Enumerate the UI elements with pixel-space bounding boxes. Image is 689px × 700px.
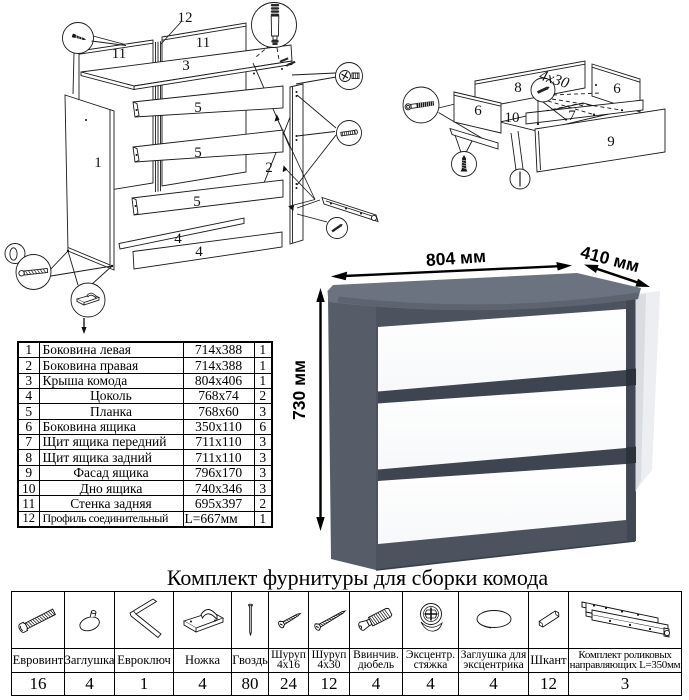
svg-text:1: 1 — [94, 155, 102, 171]
svg-text:12: 12 — [178, 10, 193, 26]
svg-text:10: 10 — [505, 110, 520, 126]
svg-text:5: 5 — [194, 100, 202, 116]
svg-text:11: 11 — [112, 46, 126, 62]
svg-text:804 мм: 804 мм — [425, 246, 486, 270]
svg-text:3: 3 — [182, 58, 190, 74]
svg-text:410 мм: 410 мм — [578, 242, 641, 276]
svg-text:6: 6 — [474, 103, 482, 119]
svg-text:4: 4 — [174, 231, 182, 247]
svg-text:11: 11 — [196, 35, 210, 51]
svg-text:5: 5 — [193, 194, 201, 210]
svg-text:7: 7 — [568, 108, 576, 124]
svg-text:8: 8 — [514, 80, 522, 96]
svg-text:730 мм: 730 мм — [289, 360, 309, 420]
svg-text:5: 5 — [194, 145, 202, 161]
svg-text:9: 9 — [607, 134, 615, 150]
svg-text:2: 2 — [265, 160, 273, 176]
svg-text:6: 6 — [613, 81, 621, 97]
svg-text:4: 4 — [195, 244, 203, 260]
